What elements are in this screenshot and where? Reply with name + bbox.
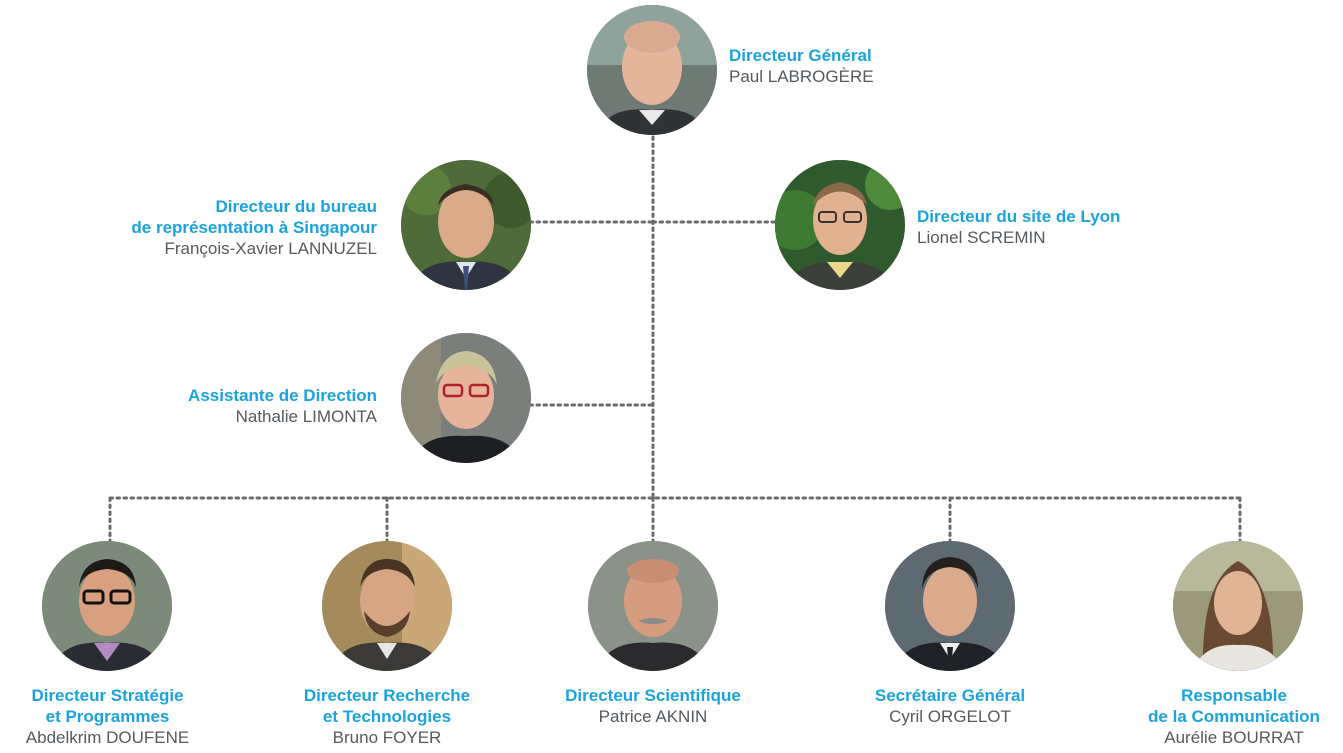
role-title: Directeur du bureau de représentation à …: [131, 197, 377, 237]
role-title: Directeur Stratégie et Programmes: [31, 686, 184, 726]
role-title: Secrétaire Général: [874, 686, 1026, 705]
role-title: Assistante de Direction: [188, 386, 377, 405]
role-title: Responsable de la Communication: [1148, 686, 1320, 726]
photo-directeur-strategie: [42, 541, 172, 671]
photo-directeur-singapour: [401, 160, 531, 290]
role-title: Directeur Scientifique: [565, 686, 741, 705]
photo-responsable-communication: [1173, 541, 1303, 671]
role-title: Directeur Général: [729, 46, 872, 65]
node-responsable-communication: Responsable de la Communication Aurélie …: [1125, 685, 1343, 748]
node-directeur-recherche: Directeur Recherche et Technologies Brun…: [277, 685, 497, 748]
photo-directeur-general: [587, 5, 717, 135]
node-directeur-scientifique: Directeur Scientifique Patrice AKNIN: [538, 685, 768, 727]
person-name: Cyril ORGELOT: [889, 707, 1011, 726]
person-name: Patrice AKNIN: [598, 707, 708, 726]
person-name: Abdelkrim DOUFENE: [25, 728, 190, 747]
photo-secretaire-general: [885, 541, 1015, 671]
node-directeur-general: Directeur Général Paul LABROGÈRE: [729, 45, 989, 87]
photo-directeur-recherche: [322, 541, 452, 671]
node-directeur-singapour: Directeur du bureau de représentation à …: [60, 196, 377, 259]
person-name: Lionel SCREMIN: [917, 228, 1046, 247]
photo-directeur-scientifique: [588, 541, 718, 671]
node-secretaire-general: Secrétaire Général Cyril ORGELOT: [840, 685, 1060, 727]
person-name: Aurélie BOURRAT: [1164, 728, 1304, 747]
photo-directeur-lyon: [775, 160, 905, 290]
role-title: Directeur Recherche et Technologies: [303, 686, 471, 726]
person-name: Paul LABROGÈRE: [729, 67, 874, 86]
role-title: Directeur du site de Lyon: [917, 207, 1121, 226]
node-assistante-direction: Assistante de Direction Nathalie LIMONTA: [100, 385, 377, 427]
node-directeur-strategie: Directeur Stratégie et Programmes Abdelk…: [0, 685, 215, 748]
person-name: François-Xavier LANNUZEL: [164, 239, 377, 258]
photo-assistante-direction: [401, 333, 531, 463]
person-name: Nathalie LIMONTA: [235, 407, 377, 426]
person-name: Bruno FOYER: [332, 728, 442, 747]
node-directeur-lyon: Directeur du site de Lyon Lionel SCREMIN: [917, 206, 1217, 248]
